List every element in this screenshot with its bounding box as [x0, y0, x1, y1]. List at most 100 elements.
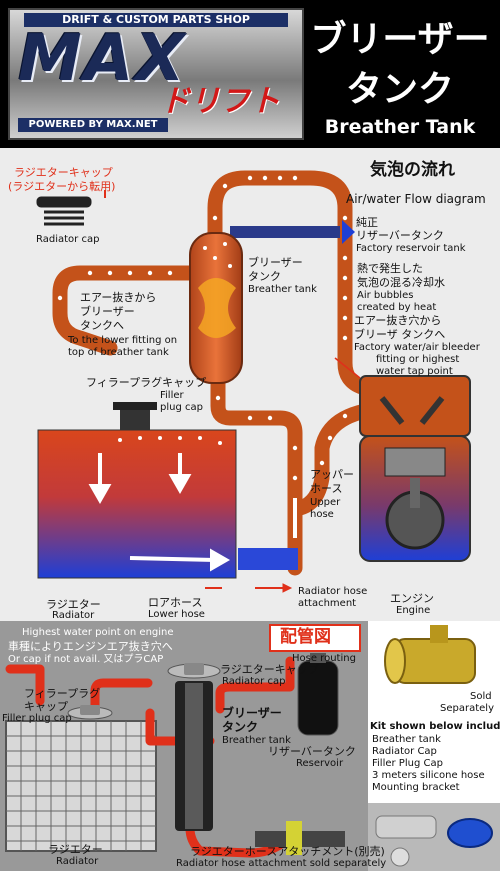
lower-hose-label-en: Lower hose [148, 609, 205, 620]
bleeder-label-jp2: ブリーザ タンクへ [354, 328, 446, 341]
logo-powered-by: POWERED BY MAX.NET [18, 118, 168, 132]
kit-item: Filler Plug Cap [372, 758, 443, 769]
breather-label-en: Breather tank [248, 284, 317, 295]
upper-hose-label-en2: hose [310, 509, 334, 520]
reservoir-hose [230, 226, 340, 238]
routing-breather-tank [167, 663, 221, 831]
radiator-cap-graphic [36, 196, 92, 226]
routing-breather-jp1: ブリーザー [222, 706, 282, 720]
routing-radiator-en: Radiator [56, 856, 99, 867]
max-logo: DRIFT & CUSTOM PARTS SHOP MAX ドリフト POWER… [8, 8, 304, 140]
radiator-cap-label-jp: ラジエターキャップ [14, 166, 113, 179]
callout-arrows [104, 190, 361, 593]
to-lower-label-jp3: タンクへ [80, 319, 124, 332]
attachment-label-en2: attachment [298, 598, 357, 609]
radiator-grid-graphic [5, 720, 157, 852]
kit-item: Radiator Cap [372, 746, 437, 757]
routing-radcap-en: Radiator cap [222, 676, 286, 687]
engine-label-jp: エンジン [390, 592, 434, 605]
routing-reservoir-en: Reservoir [296, 758, 344, 769]
kit-title: Kit shown below includes: [370, 721, 500, 732]
routing-filler-en: Filler plug cap [2, 713, 72, 724]
sold-label-line1: Sold [470, 691, 492, 702]
upper-hose-label-jp2: ホース [310, 482, 343, 495]
filler-label-en1: Filler [160, 390, 184, 401]
bleeder-label-en3: water tap point [376, 366, 453, 377]
kit-item: 3 meters silicone hose [372, 770, 485, 781]
sold-label-line2: Separately [440, 703, 494, 714]
heat-label-jp1: 熱で発生した [357, 262, 423, 275]
highest-label-jp: 車種によりエンジンエア抜き穴へ [8, 640, 173, 653]
routing-diagram-artwork [5, 621, 500, 871]
attachment-label-en1: Radiator hose [298, 586, 368, 597]
radiator-bubbles [118, 436, 222, 445]
filler-cap [113, 402, 157, 410]
routing-title-en: Hose routing [292, 653, 356, 664]
breather-label-jp2: タンク [248, 270, 281, 283]
routing-attachment-en: Radiator hose attachment sold separately [176, 858, 387, 869]
highest-label-en2: Or cap if not avail. 又はプラCAP [8, 654, 164, 665]
reservoir-label-jp2: リザーバータンク [356, 229, 444, 242]
kit-item: Breather tank [372, 734, 441, 745]
highest-label-en1: Highest water point on engine [22, 627, 174, 638]
sold-separately-fitting-graphic [384, 625, 476, 684]
flow-diagram-artwork [36, 170, 471, 593]
upper-hose-label-jp1: アッパー [310, 468, 354, 481]
reservoir-label-en: Factory reservoir tank [356, 243, 466, 254]
kit-item: Mounting bracket [372, 782, 460, 793]
filler-label-en2: plug cap [160, 402, 203, 413]
logo-brand: MAX [18, 22, 187, 96]
routing-breather-jp2: タンク [222, 720, 259, 734]
title-en: Breather Tank [324, 116, 476, 138]
radiator-cap-label-en: Radiator cap [36, 234, 100, 245]
heat-label-en1: Air bubbles [357, 290, 414, 301]
flow-title-en: Air/water Flow diagram [346, 192, 486, 206]
flow-title-jp: 気泡の流れ [370, 160, 455, 180]
routing-title-box [269, 624, 361, 652]
bleeder-label-jp1: エアー抜き穴から [354, 314, 442, 327]
to-lower-label-en1: To the lower fitting on [68, 335, 178, 346]
routing-radiator-jp: ラジエター [48, 843, 103, 856]
radiator-label-en: Radiator [52, 610, 95, 621]
title-jp-line2: タンク [345, 68, 454, 110]
routing-title-jp: 配管図 [280, 627, 331, 647]
air-bubbles [57, 175, 348, 481]
to-lower-label-jp1: エアー抜きから [80, 291, 157, 304]
routing-filler-jp1: フィラープラグ [24, 687, 101, 700]
kit-photo-graphic [368, 803, 500, 871]
heat-label-jp2: 気泡の混る冷却水 [357, 276, 445, 289]
engine-label-en: Engine [396, 605, 431, 616]
routing-filler-jp2: キャップ [24, 700, 68, 713]
routing-diagram: Highest water point on engine 車種によりエンジンエ… [0, 621, 500, 871]
to-lower-label-en2: top of breather tank [68, 347, 169, 358]
logo-shop-tagline: DRIFT & CUSTOM PARTS SHOP [24, 13, 288, 27]
radiator-body [37, 429, 237, 579]
routing-attachment-jp: ラジエターホースアタッチメント(別売) [190, 845, 385, 858]
header: DRIFT & CUSTOM PARTS SHOP MAX ドリフト POWER… [0, 0, 500, 148]
radiator-label-jp: ラジエター [46, 598, 101, 611]
bleeder-label-en1: Factory water/air bleeder [354, 342, 480, 353]
flow-diagram: 気泡の流れ Air/water Flow diagram ラジエターキャップ (… [0, 148, 500, 621]
routing-reservoir [297, 653, 339, 736]
reservoir-arrow [342, 220, 355, 244]
routing-breather-en: Breather tank [222, 735, 291, 746]
heat-label-en2: created by heat [357, 302, 437, 313]
title-jp-line1: ブリーザー [310, 18, 490, 60]
upper-hose-label-en1: Upper [310, 497, 341, 508]
routing-radcap-jp: ラジエターキャップ [220, 663, 319, 676]
breather-tank-graphic [189, 232, 243, 384]
bleeder-label-en2: fitting or highest [376, 354, 460, 365]
logo-drift-kana: ドリフト [160, 84, 280, 119]
radiator-flow-arrows [88, 453, 231, 572]
radiator-cap-label-jp2: (ラジエターから転用) [8, 180, 116, 193]
lower-hose-label-jp: ロアホース [148, 596, 203, 609]
filler-label-jp: フィラープラグキャップ [86, 376, 207, 389]
lower-hose [238, 548, 298, 570]
routing-reservoir-jp: リザーバータンク [268, 745, 356, 758]
to-lower-label-jp2: ブリーザー [80, 305, 135, 318]
routing-filler-cap [67, 705, 113, 720]
breather-label-jp1: ブリーザー [248, 256, 303, 269]
routing-hose-attachment [255, 821, 345, 855]
engine-graphic [359, 375, 471, 562]
